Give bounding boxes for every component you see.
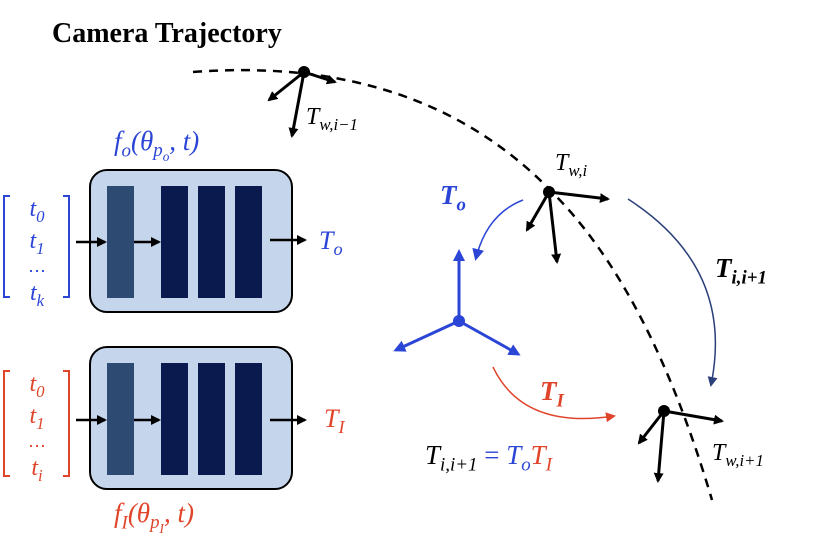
arrow-T-i-ip1 — [627, 198, 718, 387]
input-vector-bottom: t0 t1 ⋯ ti — [28, 371, 46, 485]
label-T-w-i-plus-1: Tw,i+1 — [712, 440, 764, 470]
label-T-I-arrow: TI — [540, 376, 564, 412]
label-f-I: fI(θpI, t) — [114, 498, 194, 537]
camera-frame-i — [525, 186, 610, 264]
network-f-I — [76, 346, 307, 490]
diagram-title: Camera Trajectory — [52, 18, 282, 49]
output-T-I: TI — [324, 404, 345, 438]
object-frame — [393, 249, 521, 356]
camera-frame-i-minus-1 — [267, 66, 337, 138]
equation: Ti,i+1 = ToTI — [425, 440, 552, 476]
input-vector-top: t0 t1 ⋯ tk — [28, 196, 46, 310]
camera-frame-i-plus-1 — [637, 405, 724, 483]
label-T-w-i-minus-1: Tw,i−1 — [306, 104, 358, 134]
label-T-i-ip1: Ti,i+1 — [715, 253, 767, 289]
label-T-w-i: Tw,i — [555, 150, 588, 180]
bracket-top — [3, 195, 70, 298]
bracket-bottom — [3, 370, 70, 477]
label-f-o: fo(θpo, t) — [114, 126, 200, 165]
network-f-o — [76, 169, 307, 313]
arrow-T-o — [472, 199, 524, 261]
output-T-o: To — [319, 226, 343, 260]
label-T-o-arrow: To — [440, 180, 466, 216]
arrow-T-I — [492, 366, 616, 423]
